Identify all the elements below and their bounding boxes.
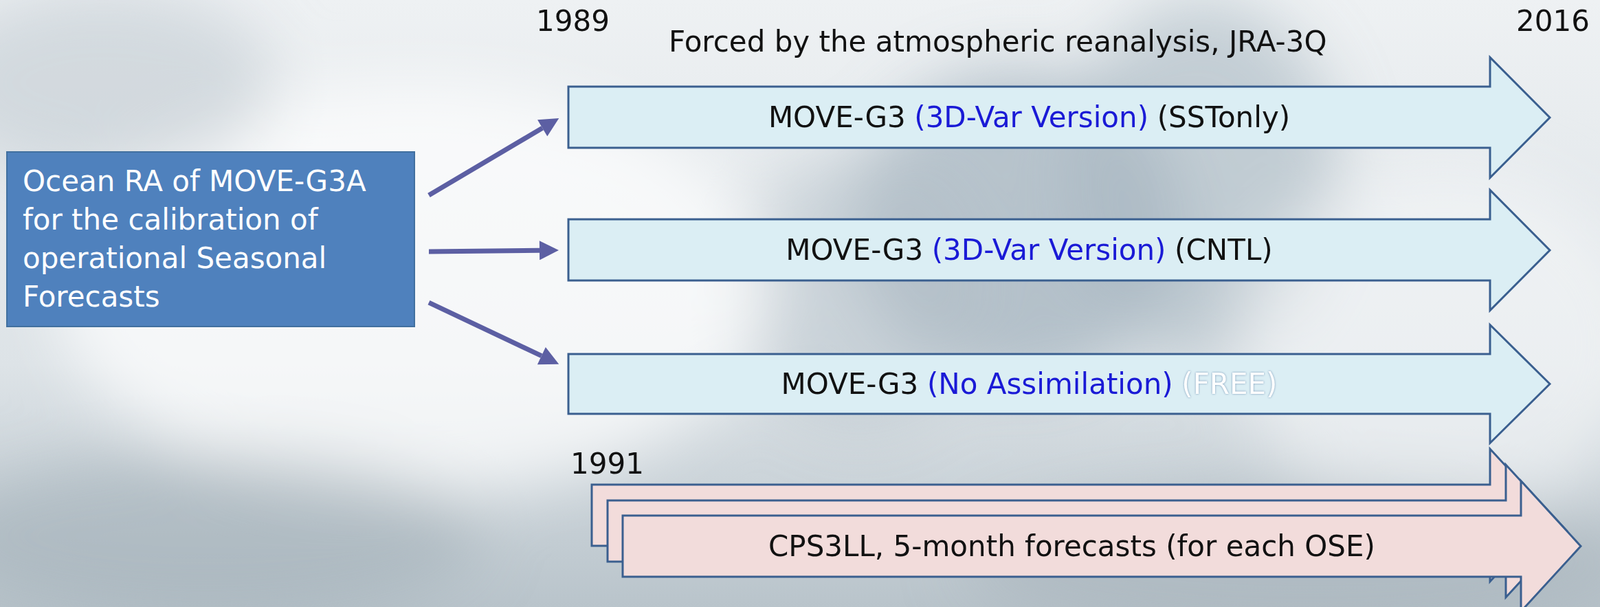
year-label: 2016 (1516, 4, 1590, 39)
arrow-band: MOVE-G3(3D-Var Version)(CNTL) (568, 189, 1552, 312)
flow-arrow (428, 250, 540, 252)
flow-arrow (428, 127, 543, 196)
band-text: (SSTonly) (1157, 100, 1291, 135)
arrow-band: MOVE-G3(No Assimilation)(FREE) (568, 323, 1552, 444)
band-text: (No Assimilation) (927, 367, 1174, 401)
band-shape (568, 57, 1550, 179)
band-text: MOVE-G3 (785, 232, 924, 267)
note-label: Forced by the atmospheric reanalysis, JR… (668, 24, 1328, 60)
arrow-band: CPS3LL, 5-month forecasts (for each OSE) (622, 479, 1583, 607)
year-label: 1989 (536, 4, 610, 39)
band-text: MOVE-G3 (780, 367, 919, 401)
source-box: Ocean RA of MOVE-G3A for the calibration… (6, 151, 416, 328)
band-text-row: MOVE-G3(No Assimilation)(FREE) (568, 353, 1491, 414)
band-text: (3D-Var Version) (931, 232, 1167, 267)
band-text: CPS3LL, 5-month forecasts (for each OSE) (768, 529, 1376, 563)
band-text: (CNTL) (1174, 232, 1273, 267)
box-text: Ocean RA of MOVE-G3A for the calibration… (22, 162, 369, 317)
band-text-row: CPS3LL, 5-month forecasts (for each OSE) (622, 515, 1521, 577)
band-shape (622, 481, 1581, 607)
band-text: (3D-Var Version) (914, 100, 1149, 135)
year-label: 1991 (570, 446, 644, 482)
flow-arrow (428, 302, 542, 357)
band-shape (568, 325, 1550, 444)
band-text: MOVE-G3 (768, 100, 906, 135)
arrow-band: MOVE-G3(3D-Var Version)(SSTonly) (568, 56, 1552, 179)
band-text-row: MOVE-G3(3D-Var Version)(SSTonly) (568, 86, 1491, 148)
band-shape (568, 190, 1550, 311)
band-text-row: MOVE-G3(3D-Var Version)(CNTL) (568, 219, 1491, 281)
band-text: (FREE) (1181, 367, 1277, 401)
